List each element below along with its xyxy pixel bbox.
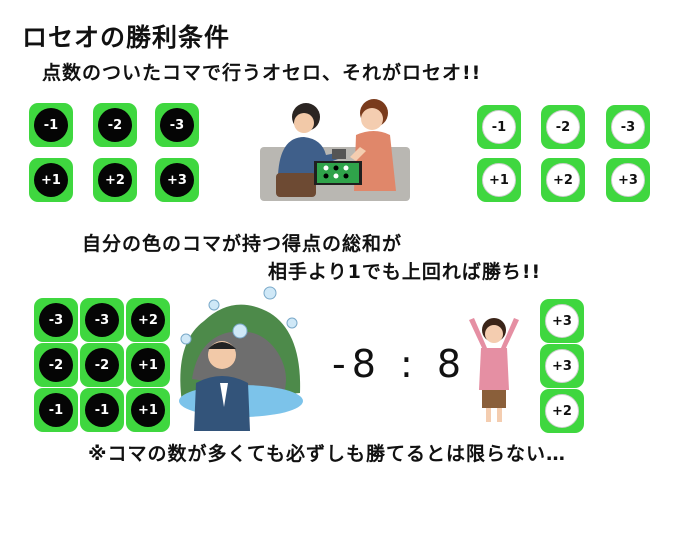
black-piece-tile: +1: [126, 388, 170, 432]
white-piece: +3: [611, 163, 645, 197]
black-piece-tile: -1: [34, 388, 78, 432]
black-piece-tile: +2: [93, 158, 137, 202]
black-piece-tile: -3: [155, 103, 199, 147]
black-piece: -1: [39, 393, 73, 427]
black-piece: -3: [39, 303, 73, 337]
black-piece-tile: -3: [80, 298, 124, 342]
black-piece: +1: [34, 163, 68, 197]
white-piece: -2: [546, 110, 580, 144]
black-piece-tile: +3: [155, 158, 199, 202]
black-piece-tile: -1: [29, 103, 73, 147]
white-piece: +3: [545, 349, 579, 383]
white-piece: +3: [545, 304, 579, 338]
rule-line-2: 相手より1でも上回れば勝ち!!: [268, 261, 542, 283]
white-piece: -1: [482, 110, 516, 144]
white-piece-tile: +1: [477, 158, 521, 202]
white-piece-tile: +3: [540, 344, 584, 388]
black-piece-tile: -1: [80, 388, 124, 432]
white-piece: +1: [482, 163, 516, 197]
black-piece-tile: +1: [126, 343, 170, 387]
rule-line-1: 自分の色のコマが持つ得点の総和が: [82, 233, 403, 255]
footnote: ※コマの数が多くても必ずしも勝てるとは限らない…: [88, 443, 566, 465]
black-piece: +1: [131, 348, 165, 382]
white-piece: +2: [545, 394, 579, 428]
black-piece: -1: [85, 393, 119, 427]
white-piece: -3: [611, 110, 645, 144]
man-in-despair-illustration: [179, 286, 303, 431]
page-title: ロセオの勝利条件: [22, 23, 231, 52]
black-piece: -2: [85, 348, 119, 382]
white-piece-tile: +3: [606, 158, 650, 202]
white-piece-tile: +2: [540, 389, 584, 433]
black-piece: +1: [131, 393, 165, 427]
white-piece-tile: -2: [541, 105, 585, 149]
white-piece-tile: -1: [477, 105, 521, 149]
white-piece-tile: -3: [606, 105, 650, 149]
black-piece-tile: -2: [34, 343, 78, 387]
two-people-playing-othello-illustration: [260, 99, 410, 201]
black-piece-tile: -3: [34, 298, 78, 342]
subtitle: 点数のついたコマで行うオセロ、それがロセオ!!: [42, 62, 482, 84]
black-piece: -1: [34, 108, 68, 142]
black-piece-tile: +1: [29, 158, 73, 202]
black-piece: -3: [85, 303, 119, 337]
black-piece: +2: [131, 303, 165, 337]
black-piece: +3: [160, 163, 194, 197]
black-piece: -2: [98, 108, 132, 142]
woman-cheering-illustration: [469, 318, 519, 422]
white-piece-tile: +2: [541, 158, 585, 202]
score-display: -8 : 8: [332, 342, 468, 386]
black-piece: -2: [39, 348, 73, 382]
white-piece-tile: +3: [540, 299, 584, 343]
black-piece-tile: -2: [93, 103, 137, 147]
black-piece: +2: [98, 163, 132, 197]
black-piece-tile: -2: [80, 343, 124, 387]
black-piece: -3: [160, 108, 194, 142]
white-piece: +2: [546, 163, 580, 197]
black-piece-tile: +2: [126, 298, 170, 342]
